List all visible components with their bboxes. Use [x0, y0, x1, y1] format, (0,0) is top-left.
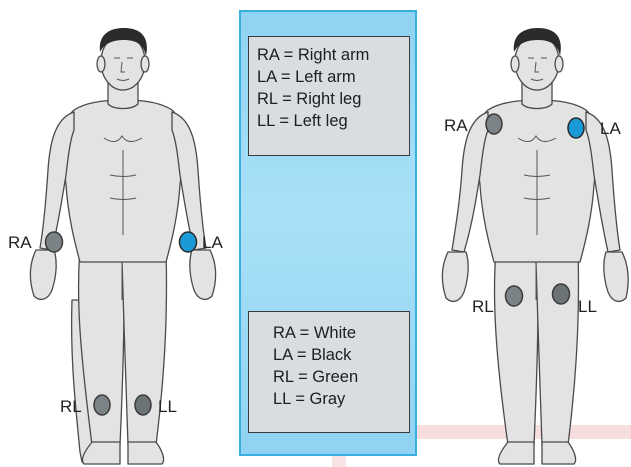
legend-item-ra-color: RA = White [273, 322, 409, 344]
left-body-figure: RA LA RL LL [0, 0, 240, 467]
electrode-rl-left [94, 395, 110, 415]
label-ll-left: LL [158, 398, 177, 415]
label-la-left: LA [202, 234, 223, 251]
right-body-illustration [420, 0, 631, 467]
limb-names-legend: RA = Right arm LA = Left arm RL = Right … [248, 36, 410, 156]
label-ll-right: LL [578, 298, 597, 315]
electrode-la-left [180, 232, 197, 252]
right-body-figure: RA LA RL LL [420, 0, 631, 467]
legend-item-ra-name: RA = Right arm [257, 44, 409, 66]
electrode-ll-right [553, 284, 570, 304]
label-la-right: LA [600, 120, 621, 137]
legend-item-la-color: LA = Black [273, 344, 409, 366]
electrode-ra-right [486, 114, 502, 134]
electrode-ra-left [46, 232, 63, 252]
electrode-rl-right [506, 286, 523, 306]
legend-item-ll-color: LL = Gray [273, 388, 409, 410]
label-ra-right: RA [444, 117, 468, 134]
label-rl-right: RL [472, 298, 494, 315]
electrode-la-right [568, 118, 584, 138]
label-ra-left: RA [8, 234, 32, 251]
legend-item-rl-color: RL = Green [273, 366, 409, 388]
electrode-ll-left [135, 395, 151, 415]
legend-item-rl-name: RL = Right leg [257, 88, 409, 110]
legend-item-ll-name: LL = Left leg [257, 110, 409, 132]
lead-colors-legend: RA = White LA = Black RL = Green LL = Gr… [248, 311, 410, 433]
label-rl-left: RL [60, 398, 82, 415]
legend-item-la-name: LA = Left arm [257, 66, 409, 88]
